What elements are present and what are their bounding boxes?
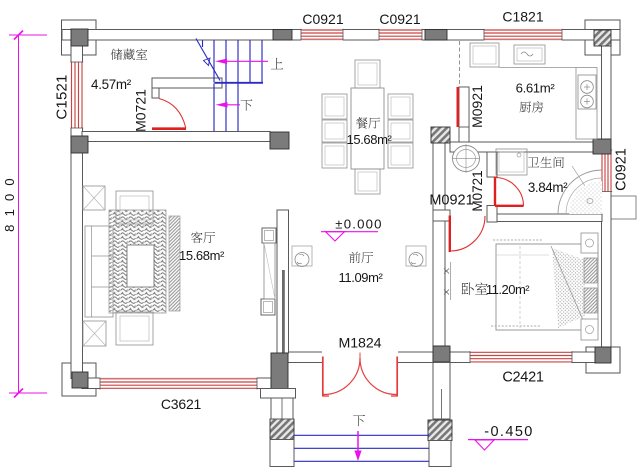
svg-text:8100: 8100 [2,170,17,232]
svg-text:C2421: C2421 [502,370,543,386]
svg-text:C1521: C1521 [53,74,70,119]
svg-text:4.57m²: 4.57m² [91,77,132,92]
svg-text:M1824: M1824 [339,335,382,351]
svg-text:M0921: M0921 [429,193,473,209]
svg-text:C0921: C0921 [614,148,630,191]
svg-text:C0921: C0921 [379,11,420,27]
svg-text:C3621: C3621 [161,396,202,412]
svg-text:M0721: M0721 [470,170,485,211]
svg-text:6.61m²: 6.61m² [516,81,556,96]
svg-text:C1821: C1821 [502,9,543,25]
svg-text:M0721: M0721 [132,89,148,132]
svg-text:-0.450: -0.450 [484,424,534,440]
svg-text:±0.000: ±0.000 [335,216,382,231]
svg-text:C0921: C0921 [302,11,343,27]
svg-text:11.09m²: 11.09m² [339,270,384,285]
svg-text:15.68m²: 15.68m² [347,132,393,147]
svg-text:M0921: M0921 [469,85,485,128]
svg-text:3.84m²: 3.84m² [528,180,568,195]
svg-text:15.68m²: 15.68m² [179,248,225,263]
svg-text:11.20m²: 11.20m² [486,282,530,297]
